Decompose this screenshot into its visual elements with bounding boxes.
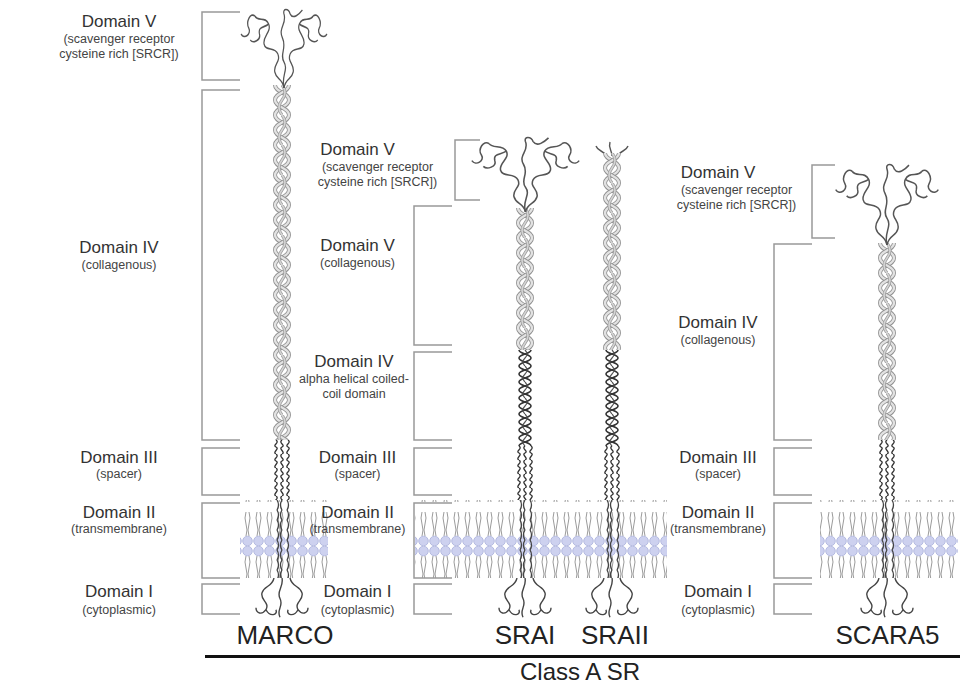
domain-label: Domain V bbox=[40, 12, 198, 32]
domain-label: Domain IV bbox=[668, 313, 768, 333]
domain-label: Domain III bbox=[668, 448, 768, 468]
scara5-receptor bbox=[836, 165, 939, 618]
domain-description: alpha helical coiled-coil domain bbox=[298, 372, 410, 402]
sraii-receptor bbox=[586, 142, 638, 617]
domain-label: Domain II bbox=[305, 503, 410, 523]
domain-description: (scavenger receptor cysteine rich [SRCR]… bbox=[665, 183, 808, 213]
domain-description: (transmembrane) bbox=[668, 522, 768, 537]
domain-description: (transmembrane) bbox=[305, 522, 410, 537]
domain-label: Domain V bbox=[305, 236, 410, 256]
domain-label: Domain II bbox=[668, 503, 768, 523]
receptor-name: SCARA5 bbox=[820, 620, 955, 651]
domain-description: (collagenous) bbox=[40, 258, 198, 273]
domain-description: (scavenger receptor cysteine rich [SRCR]… bbox=[305, 160, 450, 190]
domain-label: Domain I bbox=[668, 582, 768, 602]
domain-label: Domain III bbox=[305, 448, 410, 468]
domain-description: (cytoplasmic) bbox=[305, 603, 410, 618]
domain-label: Domain IV bbox=[40, 238, 198, 258]
domain-description: (spacer) bbox=[305, 467, 410, 482]
domain-description: (scavenger receptor cysteine rich [SRCR]… bbox=[49, 32, 189, 62]
domain-label: Domain III bbox=[40, 448, 198, 468]
domain-description: (transmembrane) bbox=[40, 522, 198, 537]
domain-label: Domain II bbox=[40, 503, 198, 523]
domain-label: Domain I bbox=[305, 582, 410, 602]
receptor-name: MARCO bbox=[200, 620, 370, 651]
domain-label: Domain V bbox=[668, 163, 768, 183]
class-caption: Class A SR bbox=[380, 658, 780, 687]
domain-label: Domain I bbox=[40, 582, 198, 602]
domain-label: Domain IV bbox=[298, 352, 410, 372]
domain-description: (collagenous) bbox=[668, 333, 768, 348]
receptor-name: SRAII bbox=[560, 620, 670, 651]
domain-description: (cytoplasmic) bbox=[668, 603, 768, 618]
receptor-name: SRAI bbox=[470, 620, 580, 651]
domain-brackets bbox=[202, 12, 835, 614]
domain-description: (spacer) bbox=[40, 467, 198, 482]
domain-label: Domain V bbox=[305, 140, 410, 160]
lipid-bilayer bbox=[240, 500, 958, 578]
domain-description: (spacer) bbox=[668, 467, 768, 482]
domain-description: (collagenous) bbox=[305, 256, 410, 271]
srai-receptor bbox=[472, 137, 579, 617]
class-underline bbox=[205, 655, 960, 658]
domain-description: (cytoplasmic) bbox=[40, 603, 198, 618]
